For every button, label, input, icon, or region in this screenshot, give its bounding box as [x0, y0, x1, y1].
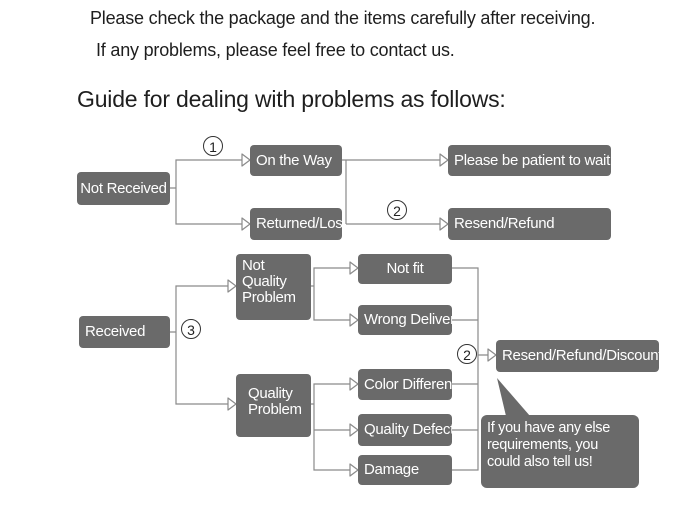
connector-not-received	[170, 159, 244, 225]
node-on-the-way: On the Way	[250, 145, 342, 176]
node-received: Received	[79, 316, 170, 348]
marker-one: 1	[203, 136, 223, 156]
node-resend-refund-discount: Resend/Refund/Discount	[496, 340, 659, 372]
intro-line-1: Please check the package and the items c…	[90, 8, 596, 28]
marker-two-bottom: 2	[457, 344, 477, 364]
node-wrong-delivery: Wrong Delivery	[358, 305, 452, 335]
node-returned-lost: Returned/Lost	[250, 208, 342, 240]
marker-three: 3	[181, 319, 201, 339]
arrow-head	[487, 348, 497, 362]
arrow-head	[349, 423, 359, 437]
arrow-head	[349, 313, 359, 327]
arrow-head	[349, 463, 359, 477]
intro-line-2: If any problems, please feel free to con…	[96, 40, 455, 60]
node-not-received: Not Received	[77, 172, 170, 205]
arrow-head	[349, 377, 359, 391]
connector-received	[170, 285, 230, 405]
arrow-head	[439, 217, 449, 231]
node-patient: Please be patient to wait	[448, 145, 611, 176]
node-damage: Damage	[358, 455, 452, 485]
node-color-difference: Color Difference	[358, 369, 452, 400]
arrow-head	[439, 153, 449, 167]
connector-not-quality	[311, 267, 352, 321]
node-not-fit: Not fit	[358, 254, 452, 284]
arrow-head	[227, 279, 237, 293]
arrow-head	[227, 397, 237, 411]
arrow-head	[241, 153, 251, 167]
arrow-head	[349, 261, 359, 275]
connector-quality	[311, 383, 352, 471]
guide-title: Guide for dealing with problems as follo…	[77, 86, 506, 112]
connector-merge	[452, 267, 492, 471]
requirements-bubble: If you have any else requirements, you c…	[481, 415, 639, 488]
connector-on-the-way	[342, 159, 444, 225]
node-quality-defect: Quality Defect	[358, 414, 452, 446]
node-quality-problem: Quality Problem	[236, 374, 311, 437]
marker-two-top: 2	[387, 200, 407, 220]
arrow-head	[241, 217, 251, 231]
bubble-tail	[497, 378, 530, 416]
node-not-quality-problem: Not Quality Problem	[236, 254, 311, 320]
node-resend-refund: Resend/Refund	[448, 208, 611, 240]
